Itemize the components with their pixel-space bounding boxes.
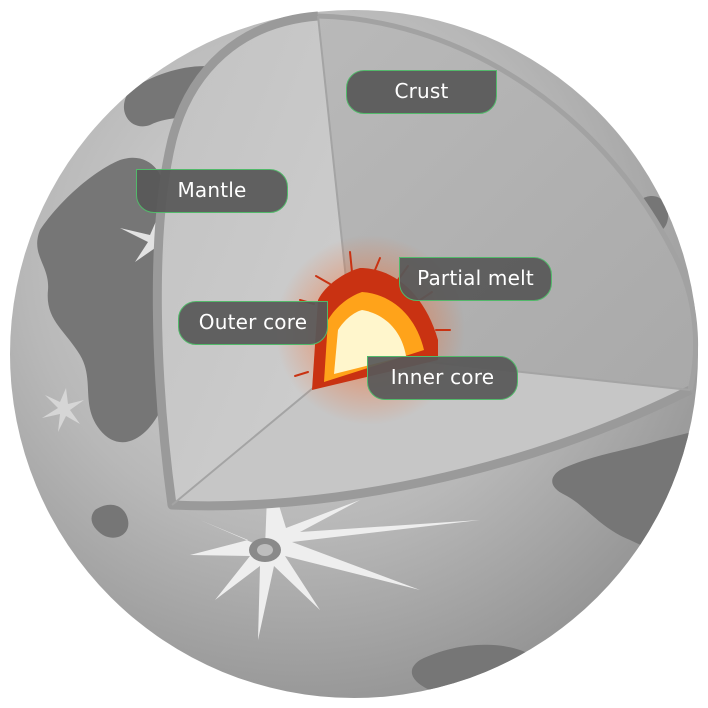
crust-rim (152, 11, 693, 511)
cutaway-face-bottom (172, 354, 690, 506)
label-outer-core: Outer core (178, 301, 328, 345)
label-partial-melt: Partial melt (399, 257, 552, 301)
label-inner-core: Inner core (367, 356, 518, 400)
label-mantle: Mantle (136, 169, 288, 213)
label-crust: Crust (346, 70, 497, 114)
